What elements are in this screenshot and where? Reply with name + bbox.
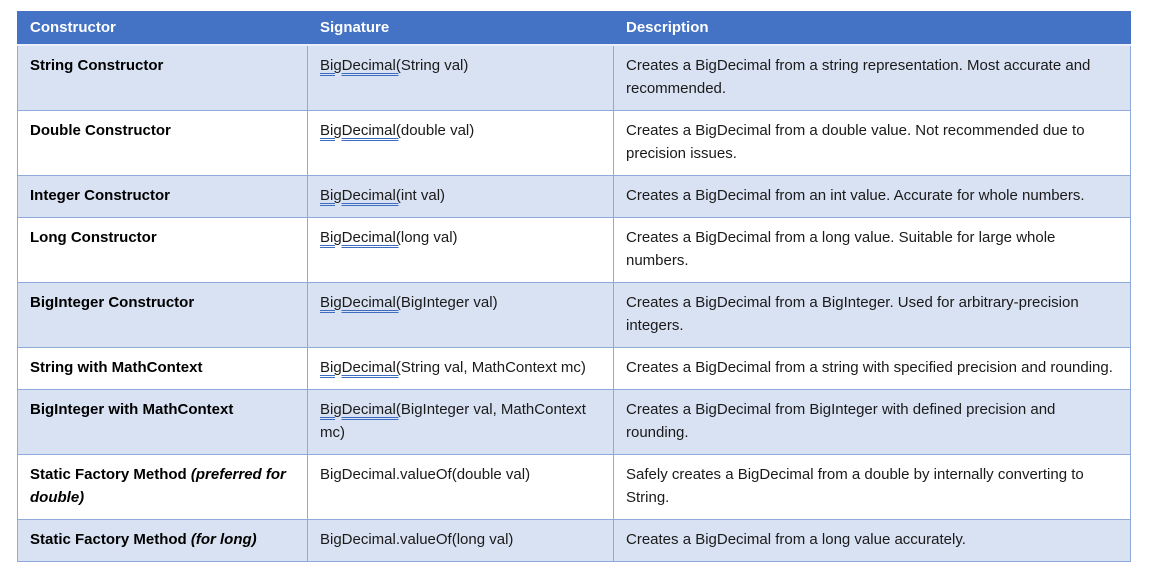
table-row: Static Factory Method (for long) BigDeci… bbox=[17, 518, 1131, 562]
constructor-name: Static Factory Method bbox=[30, 465, 187, 483]
description-cell: Creates a BigDecimal from a double value… bbox=[613, 109, 1131, 176]
constructor-name: Static Factory Method bbox=[30, 530, 187, 548]
description-cell: Creates a BigDecimal from BigInteger wit… bbox=[613, 388, 1131, 455]
constructor-cell: Static Factory Method (preferred for dou… bbox=[17, 453, 308, 520]
constructor-cell: Double Constructor bbox=[17, 109, 308, 176]
signature-underlined-text: BigDecimal( bbox=[320, 121, 401, 139]
constructor-name: Long Constructor bbox=[30, 228, 157, 246]
constructor-cell: String with MathContext bbox=[17, 346, 308, 390]
column-header-constructor: Constructor bbox=[17, 11, 308, 46]
signature-cell: BigDecimal(String val) bbox=[307, 44, 614, 111]
signature-cell: BigDecimal(BigInteger val, MathContext m… bbox=[307, 388, 614, 455]
signature-rest: String val, MathContext mc) bbox=[400, 358, 586, 376]
description-cell: Creates a BigDecimal from a BigInteger. … bbox=[613, 281, 1131, 348]
header-row: Constructor Signature Description bbox=[17, 11, 1131, 46]
signature-rest: String val) bbox=[400, 56, 469, 74]
signature-rest: double val) bbox=[400, 121, 475, 139]
signature-cell: BigDecimal(BigInteger val) bbox=[307, 281, 614, 348]
constructor-cell: Static Factory Method (for long) bbox=[17, 518, 308, 562]
table-row: Double Constructor BigDecimal(double val… bbox=[17, 109, 1131, 176]
bigdecimal-constructors-table: Constructor Signature Description String… bbox=[17, 11, 1131, 562]
signature-underlined-text: BigDecimal( bbox=[320, 293, 401, 311]
constructor-cell: Integer Constructor bbox=[17, 174, 308, 218]
column-header-signature: Signature bbox=[307, 11, 614, 46]
signature-underlined-text: BigDecimal( bbox=[320, 228, 401, 246]
description-cell: Creates a BigDecimal from a string with … bbox=[613, 346, 1131, 390]
constructor-cell: BigInteger Constructor bbox=[17, 281, 308, 348]
signature-cell: BigDecimal(int val) bbox=[307, 174, 614, 218]
signature-cell: BigDecimal.valueOf(double val) bbox=[307, 453, 614, 520]
signature-rest: long val) bbox=[400, 228, 458, 246]
constructor-name: Integer Constructor bbox=[30, 186, 171, 204]
signature-underlined-text: BigDecimal( bbox=[320, 358, 401, 376]
table-row: String with MathContext BigDecimal(Strin… bbox=[17, 346, 1131, 390]
table-row: BigInteger with MathContext BigDecimal(B… bbox=[17, 388, 1131, 455]
description-cell: Safely creates a BigDecimal from a doubl… bbox=[613, 453, 1131, 520]
constructor-cell: BigInteger with MathContext bbox=[17, 388, 308, 455]
constructor-cell: Long Constructor bbox=[17, 216, 308, 283]
constructor-qualifier: (preferred for double) bbox=[30, 465, 286, 506]
constructor-name: String Constructor bbox=[30, 56, 164, 74]
constructor-name: BigInteger with MathContext bbox=[30, 400, 234, 418]
signature-cell: BigDecimal(double val) bbox=[307, 109, 614, 176]
description-cell: Creates a BigDecimal from a long value. … bbox=[613, 216, 1131, 283]
constructor-name: BigInteger Constructor bbox=[30, 293, 195, 311]
constructor-name: Double Constructor bbox=[30, 121, 171, 139]
table-row: Long Constructor BigDecimal(long val) Cr… bbox=[17, 216, 1131, 283]
constructor-name: String with MathContext bbox=[30, 358, 203, 376]
signature-underlined-text: BigDecimal( bbox=[320, 186, 401, 204]
description-cell: Creates a BigDecimal from a long value a… bbox=[613, 518, 1131, 562]
description-cell: Creates a BigDecimal from a string repre… bbox=[613, 44, 1131, 111]
signature-cell: BigDecimal(String val, MathContext mc) bbox=[307, 346, 614, 390]
signature-cell: BigDecimal(long val) bbox=[307, 216, 614, 283]
column-header-description: Description bbox=[613, 11, 1131, 46]
signature-underlined-text: BigDecimal( bbox=[320, 400, 401, 418]
table-row: Static Factory Method (preferred for dou… bbox=[17, 453, 1131, 520]
signature-underlined-text: BigDecimal( bbox=[320, 56, 401, 74]
signature-rest: BigInteger val) bbox=[400, 293, 498, 311]
description-cell: Creates a BigDecimal from an int value. … bbox=[613, 174, 1131, 218]
signature-rest: BigDecimal.valueOf(double val) bbox=[320, 465, 531, 483]
table-row: String Constructor BigDecimal(String val… bbox=[17, 44, 1131, 111]
constructor-cell: String Constructor bbox=[17, 44, 308, 111]
signature-rest: int val) bbox=[400, 186, 446, 204]
table-row: BigInteger Constructor BigDecimal(BigInt… bbox=[17, 281, 1131, 348]
table-row: Integer Constructor BigDecimal(int val) … bbox=[17, 174, 1131, 218]
constructor-qualifier: (for long) bbox=[186, 530, 257, 548]
signature-rest: BigDecimal.valueOf(long val) bbox=[320, 530, 514, 548]
signature-rest: BigInteger val, MathContext mc) bbox=[320, 400, 586, 441]
signature-cell: BigDecimal.valueOf(long val) bbox=[307, 518, 614, 562]
